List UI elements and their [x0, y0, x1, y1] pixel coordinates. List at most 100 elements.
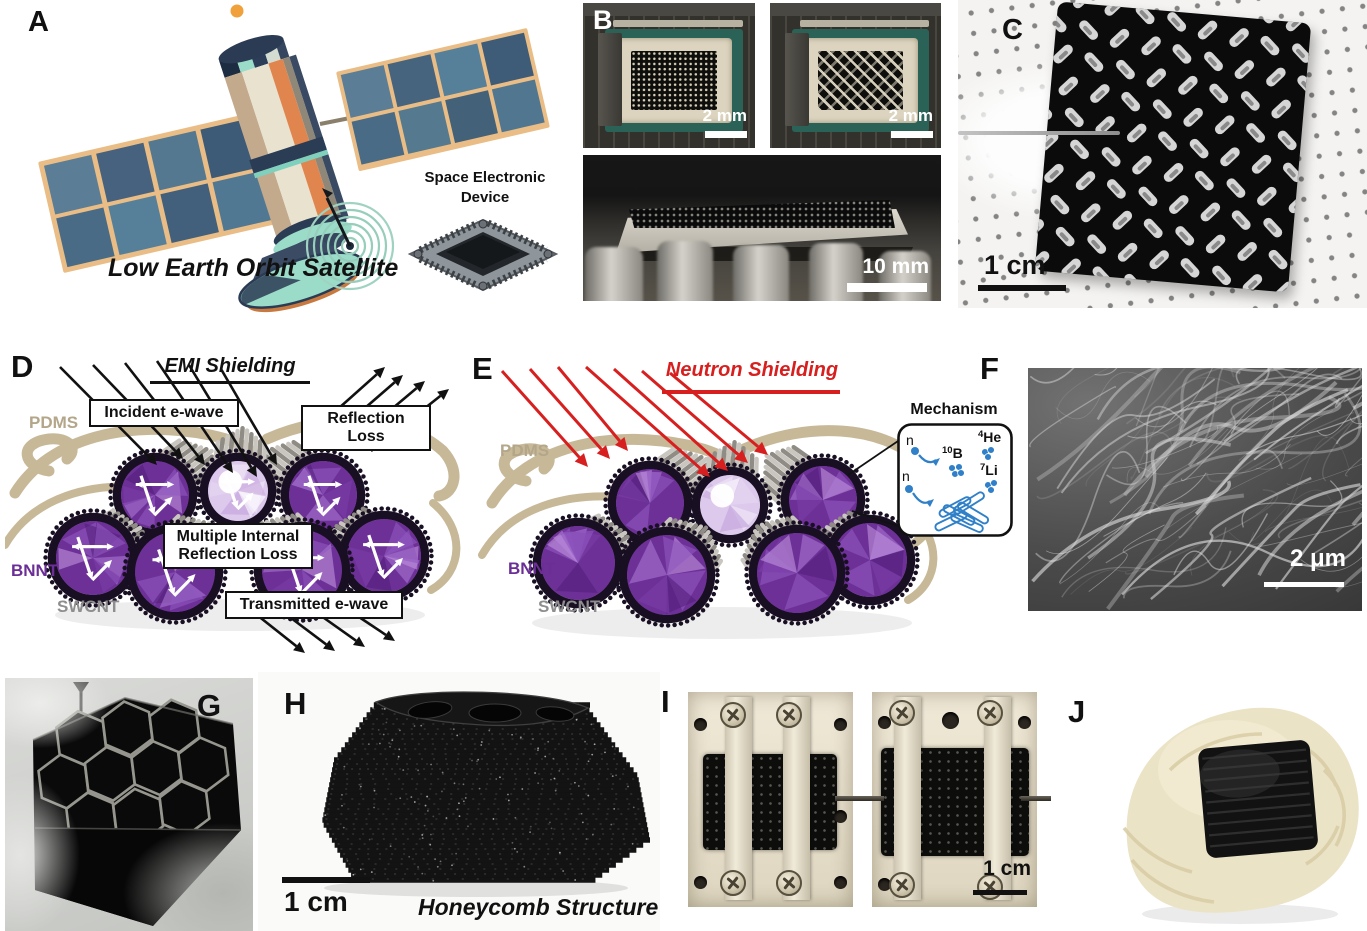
body-midband	[249, 136, 327, 174]
decor-shape	[314, 572, 323, 581]
capacitor	[879, 251, 931, 301]
decor-shape	[286, 613, 327, 646]
decor-shape	[1203, 26, 1213, 36]
decor-shape	[382, 630, 395, 641]
capsule	[1175, 226, 1195, 246]
body-midband-teal	[253, 149, 329, 179]
chip-illustration	[407, 218, 559, 292]
solar-cell	[148, 130, 207, 191]
chainmail-sample	[1034, 1, 1312, 293]
capsule	[1205, 234, 1226, 254]
tube-ring	[618, 526, 716, 624]
decor-shape	[585, 365, 702, 470]
decor-shape	[317, 554, 325, 562]
speckle	[373, 789, 376, 792]
chip-pins	[486, 255, 548, 290]
speckle	[562, 870, 565, 872]
capsule	[1079, 20, 1099, 40]
capsule	[1080, 203, 1101, 223]
speckle	[523, 865, 526, 868]
tube-ring	[691, 466, 769, 544]
speckle	[372, 706, 374, 709]
speckle	[552, 757, 555, 760]
tube-facet	[155, 468, 188, 496]
solar-cell	[351, 111, 405, 165]
reflection-loss-box: Reflection Loss	[301, 405, 431, 451]
decor-shape	[1162, 136, 1171, 147]
fiber	[1345, 453, 1367, 477]
decor-shape	[248, 478, 256, 486]
decor-shape	[574, 453, 588, 467]
solar-cell	[398, 101, 452, 154]
fiber-bundle	[1056, 378, 1216, 490]
tube-ring	[748, 524, 846, 622]
fiber	[1334, 369, 1367, 409]
scale-label: 2 mm	[888, 106, 933, 125]
capsule	[1070, 139, 1089, 160]
patch-stripe	[1202, 748, 1307, 760]
top-cell	[535, 706, 575, 722]
decor-shape	[135, 481, 143, 488]
decor-shape	[103, 559, 112, 569]
capsule	[1050, 194, 1070, 215]
fiber	[1212, 411, 1355, 496]
speckle	[342, 826, 345, 829]
decor-shape	[1091, 239, 1101, 249]
decor-shape	[382, 562, 399, 580]
speckle	[429, 843, 432, 846]
speckle	[445, 817, 448, 819]
decor-shape	[1257, 160, 1267, 170]
fiber	[1180, 390, 1290, 482]
decor-shape	[528, 368, 603, 451]
tube-facet	[58, 547, 93, 570]
fixture-rod	[835, 796, 867, 801]
neutron-particle	[905, 485, 913, 493]
speckle	[370, 871, 373, 873]
patch-stripe	[1204, 770, 1308, 782]
speckle	[574, 781, 576, 784]
fixture-rod	[860, 796, 884, 801]
swcnt-label: SWCNT	[538, 597, 601, 616]
antenna-tip	[322, 188, 333, 198]
patch-texture	[1202, 748, 1314, 848]
solar-cell	[212, 171, 272, 231]
speckle	[581, 821, 584, 824]
decor-shape	[363, 541, 371, 548]
decor-shape	[1183, 81, 1193, 91]
fiber-bundle	[1275, 480, 1367, 590]
speckle	[410, 796, 413, 798]
speckle	[529, 825, 532, 828]
fiber-bundle	[1087, 436, 1232, 560]
neutron-title-underline	[662, 390, 840, 394]
chip-screw	[478, 281, 488, 291]
decor-shape	[413, 381, 425, 393]
panel-label-e: E	[472, 351, 493, 386]
fiber	[1130, 376, 1236, 480]
boron-cluster	[948, 463, 965, 478]
tube-facet	[866, 524, 905, 560]
speckle	[365, 718, 367, 721]
tube-facet	[559, 530, 594, 563]
decor-shape	[1286, 168, 1296, 178]
incident-ewave-box: Incident e-wave	[89, 399, 239, 427]
tube-facet	[646, 470, 675, 503]
speckle	[397, 755, 400, 758]
tube-facet	[555, 563, 598, 594]
screw	[889, 700, 915, 726]
speckle	[388, 742, 390, 744]
decor-shape	[167, 586, 176, 596]
tube-dot-rim	[687, 462, 773, 548]
fiber-bundle	[1109, 365, 1241, 505]
speckle	[458, 802, 460, 805]
speckle	[591, 833, 594, 836]
decor-shape	[614, 437, 628, 451]
scale-bar	[978, 285, 1066, 291]
decor-shape	[1281, 136, 1291, 146]
capsule	[1126, 123, 1147, 143]
panel-label-a: A	[28, 6, 49, 38]
screw	[776, 702, 802, 728]
decor-shape	[246, 464, 257, 477]
capsule	[1257, 186, 1277, 206]
decor-shape	[1296, 48, 1305, 59]
fixture-rod	[1021, 796, 1051, 801]
